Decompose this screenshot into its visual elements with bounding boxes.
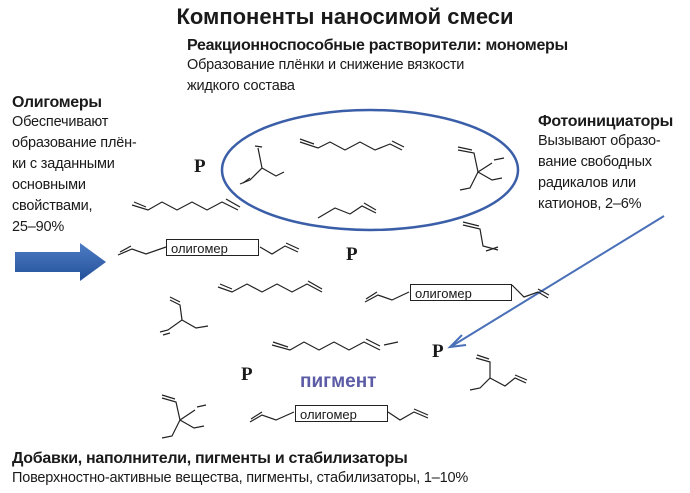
- photoinitiator-symbol: P: [194, 156, 206, 177]
- oligomers-text-4: основными: [12, 177, 86, 193]
- oligomers-block: Олигомеры Обеспечивают образование плён-…: [12, 94, 137, 238]
- oligomers-arrow-icon: [15, 243, 106, 281]
- oligomers-text-1: Обеспечивают: [12, 114, 109, 130]
- photoinitiators-text-4: катионов, 2–6%: [538, 196, 642, 212]
- monomers-block: Реакционноспособные растворители: мономе…: [187, 37, 568, 97]
- oligomers-heading: Олигомеры: [12, 94, 102, 111]
- monomers-ellipse: [220, 108, 520, 232]
- oligomer-box: олигомер: [295, 405, 388, 422]
- photoinitiator-symbol: P: [346, 244, 358, 265]
- photoinitiators-block: Фотоинициаторы Вызывают образо- вание св…: [538, 113, 673, 215]
- oligomers-text-3: ки с заданными: [12, 156, 115, 172]
- molecule-skeletons: [117, 138, 550, 439]
- additives-heading: Добавки, наполнители, пигменты и стабили…: [12, 450, 408, 467]
- oligomer-box: олигомер: [410, 284, 512, 301]
- additives-block: Добавки, наполнители, пигменты и стабили…: [12, 450, 468, 489]
- monomers-text-2: жидкого состава: [187, 78, 295, 94]
- photoinitiators-text-1: Вызывают образо-: [538, 133, 661, 149]
- oligomers-text-5: свойствами,: [12, 198, 93, 214]
- oligomers-text-6: 25–90%: [12, 219, 65, 235]
- monomers-text-1: Образование плёнки и снижение вязкости: [187, 57, 465, 73]
- additives-text: Поверхностно-активные вещества, пигменты…: [12, 470, 469, 486]
- photoinitiators-heading: Фотоинициаторы: [538, 113, 673, 130]
- pigment-label: пигмент: [300, 371, 377, 392]
- photoinitiators-text-2: вание свободных: [538, 154, 652, 170]
- photoinitiator-pointer-arrow: [447, 215, 665, 349]
- photoinitiators-text-3: радикалов или: [538, 175, 636, 191]
- monomers-heading: Реакционноспособные растворители: мономе…: [187, 37, 568, 54]
- photoinitiator-symbol: P: [432, 341, 444, 362]
- page-title: Компоненты наносимой смеси: [176, 4, 514, 29]
- oligomers-text-2: образование плён-: [12, 135, 137, 151]
- photoinitiator-symbol: P: [241, 364, 253, 385]
- oligomer-box: олигомер: [166, 239, 259, 256]
